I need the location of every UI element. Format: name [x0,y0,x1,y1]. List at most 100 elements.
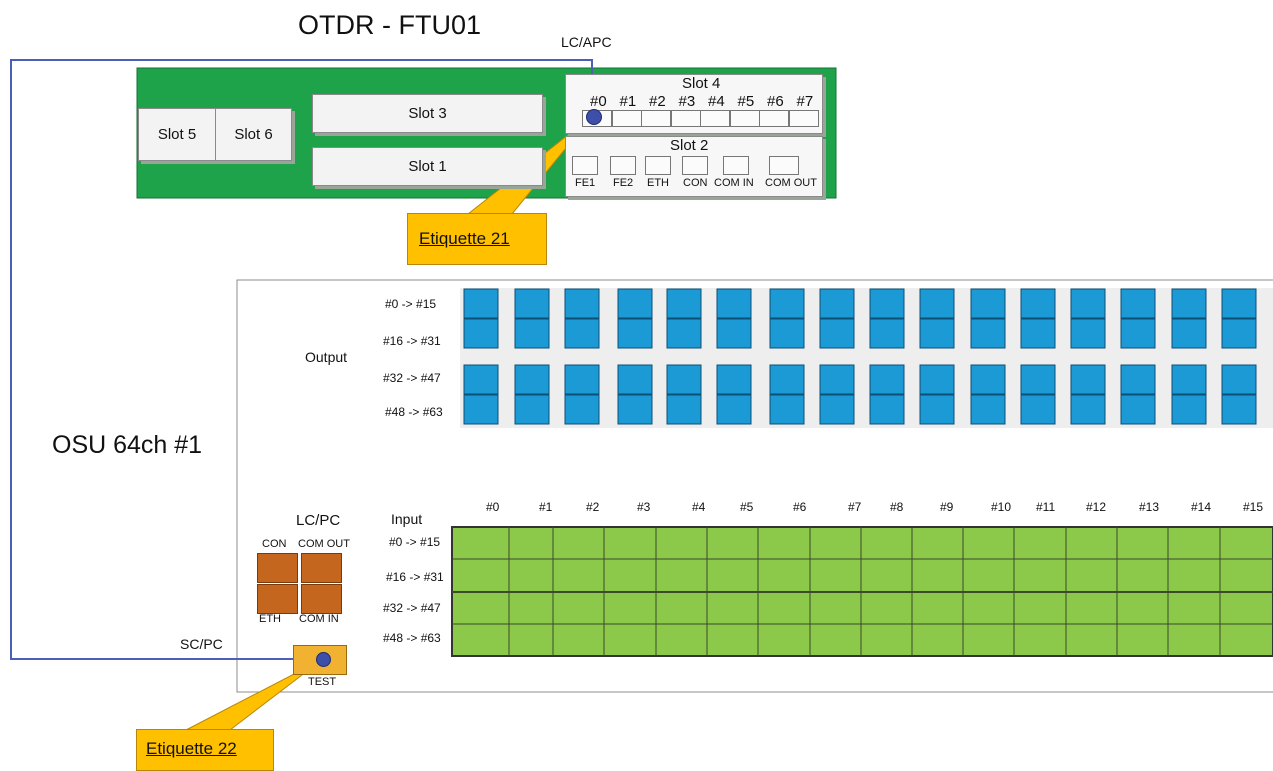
mgmt-com-in-port[interactable] [301,584,342,614]
sc-pc-connector-dot[interactable] [316,652,331,667]
slot-4-port[interactable] [670,110,701,127]
output-port[interactable] [769,394,805,425]
slot-5-label: Slot 5 [157,126,197,143]
output-port[interactable] [617,318,653,349]
output-port[interactable] [769,318,805,349]
output-port[interactable] [463,394,499,425]
output-port[interactable] [869,394,905,425]
output-port[interactable] [617,394,653,425]
output-port[interactable] [1171,288,1207,319]
slot-2-port-label: FE2 [613,177,634,189]
output-port[interactable] [666,394,702,425]
slot-2-port[interactable] [572,156,598,175]
output-port[interactable] [970,394,1006,425]
output-port[interactable] [463,318,499,349]
output-port[interactable] [666,288,702,319]
output-port[interactable] [819,364,855,395]
output-port[interactable] [617,364,653,395]
output-port[interactable] [919,394,955,425]
slot-4-port[interactable] [641,110,671,127]
output-port[interactable] [919,364,955,395]
slot-2-port[interactable] [769,156,799,175]
slot-6[interactable]: Slot 6 [215,108,292,161]
output-port[interactable] [1221,288,1257,319]
output-port[interactable] [564,394,600,425]
output-port[interactable] [869,288,905,319]
output-port[interactable] [617,288,653,319]
slot-2-label: Slot 2 [670,137,709,154]
output-port[interactable] [1221,318,1257,349]
output-port[interactable] [564,364,600,395]
output-port[interactable] [564,318,600,349]
output-port[interactable] [1120,364,1156,395]
slot-4-port[interactable] [788,110,819,127]
output-port[interactable] [666,318,702,349]
input-column-label: #10 [991,500,1012,514]
output-port[interactable] [1221,394,1257,425]
mgmt-eth-port[interactable] [257,584,298,614]
mgmt-com-out-label: COM OUT [298,538,350,550]
slot-5[interactable]: Slot 5 [138,108,216,161]
output-port[interactable] [716,318,752,349]
output-port[interactable] [769,364,805,395]
output-port[interactable] [1171,318,1207,349]
input-column-label: #12 [1086,500,1107,514]
output-port[interactable] [819,288,855,319]
output-port[interactable] [1070,288,1106,319]
slot-3[interactable]: Slot 3 [312,94,543,133]
output-port[interactable] [716,288,752,319]
output-port[interactable] [1120,394,1156,425]
output-port[interactable] [1120,318,1156,349]
output-port[interactable] [869,364,905,395]
output-port[interactable] [1070,364,1106,395]
slot-2-port[interactable] [723,156,749,175]
output-port[interactable] [1070,318,1106,349]
slot-1[interactable]: Slot 1 [312,147,543,186]
output-port[interactable] [1020,364,1056,395]
input-row-label-2: #32 -> #47 [383,601,441,615]
output-port[interactable] [1020,288,1056,319]
input-column-label: #7 [848,500,862,514]
mgmt-com-out-port[interactable] [301,553,342,583]
output-port[interactable] [819,394,855,425]
output-port[interactable] [463,288,499,319]
output-port[interactable] [1221,364,1257,395]
slot-2-port[interactable] [645,156,671,175]
slot-2-port[interactable] [682,156,708,175]
output-port[interactable] [970,318,1006,349]
input-column-label: #9 [940,500,954,514]
output-port[interactable] [514,364,550,395]
output-port[interactable] [564,288,600,319]
output-port[interactable] [1020,394,1056,425]
output-port[interactable] [919,318,955,349]
output-port[interactable] [463,364,499,395]
output-port[interactable] [1070,394,1106,425]
output-port[interactable] [514,318,550,349]
output-port[interactable] [716,364,752,395]
slot-4-port[interactable] [759,110,789,127]
input-column-label: #5 [740,500,754,514]
slot-4-port[interactable] [729,110,760,127]
slot-2-port-label: FE1 [575,177,596,189]
output-port[interactable] [919,288,955,319]
mgmt-con-port[interactable] [257,553,298,583]
output-port[interactable] [716,394,752,425]
output-port[interactable] [514,288,550,319]
output-port[interactable] [869,318,905,349]
output-port[interactable] [666,364,702,395]
output-port[interactable] [1171,364,1207,395]
output-port[interactable] [970,364,1006,395]
output-port[interactable] [1171,394,1207,425]
output-port[interactable] [1120,288,1156,319]
output-port[interactable] [819,318,855,349]
slot-4-port[interactable] [611,110,642,127]
output-port[interactable] [514,394,550,425]
output-port[interactable] [970,288,1006,319]
lc-apc-connector-dot[interactable] [586,109,602,125]
slot-2-port[interactable] [610,156,636,175]
slot-4[interactable]: Slot 4 #0#1#2#3#4#5#6#7 [565,74,823,134]
output-port[interactable] [769,288,805,319]
output-port[interactable] [1020,318,1056,349]
slot-4-port[interactable] [700,110,730,127]
